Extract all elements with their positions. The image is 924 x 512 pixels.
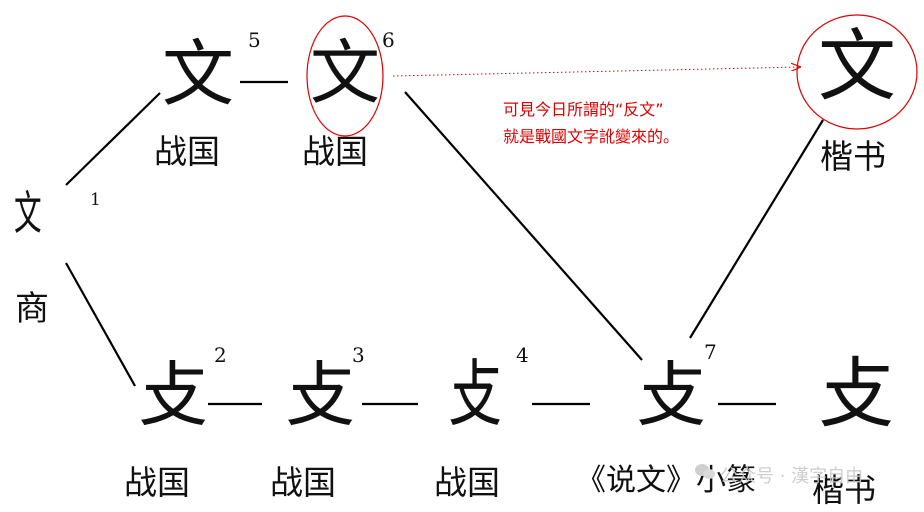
annotation-line-1: 可見今日所謂的“反文” (503, 100, 664, 119)
annotation-note: 可見今日所謂的“反文” 就是戰國文字訛變來的。 (503, 96, 763, 150)
label-7: 《说文》小篆 (576, 463, 756, 498)
label-shang: 商 (15, 289, 49, 329)
number-2: 2 (214, 343, 227, 367)
glyph-shang: 文 (14, 186, 42, 240)
glyph-kaishu-bottom: 攴 (818, 349, 894, 438)
glyph-kaishu-top: 文 (818, 22, 897, 112)
highlight-circle-6 (306, 15, 384, 137)
glyph-3: 攴 (285, 354, 355, 436)
label-4: 战国 (434, 463, 500, 502)
link-6-to-7 (404, 91, 643, 361)
glyph-7: 攴 (636, 354, 706, 436)
label-kaishu-bottom: 楷书 (812, 471, 877, 509)
label-6: 战国 (302, 132, 368, 171)
watermark-text: 公众号 · 漢字自由 (720, 466, 864, 487)
glyph-5: 文 (162, 32, 235, 116)
link-shang-to-5 (65, 92, 161, 186)
number-7: 7 (704, 340, 717, 364)
annotation-line-2: 就是戰國文字訛變來的。 (503, 127, 680, 146)
glyph-6: 文 (310, 32, 380, 114)
dotted-arrow-6-to-kaishu (392, 67, 800, 77)
link-7-to-kaishu-top (689, 119, 824, 339)
number-1: 1 (90, 190, 101, 210)
highlight-circle-kaishu (796, 14, 918, 130)
label-2: 战国 (124, 463, 190, 502)
number-3: 3 (352, 343, 365, 367)
label-kaishu-top: 楷书 (820, 137, 886, 176)
glyph-2: 攴 (138, 354, 208, 436)
watermark-logo-icon (695, 464, 715, 479)
label-5: 战国 (154, 132, 220, 171)
label-3: 战国 (270, 463, 336, 502)
glyph-4: 攴 (448, 352, 503, 436)
number-4: 4 (516, 343, 529, 367)
number-5: 5 (248, 28, 261, 52)
link-shang-to-2 (65, 262, 136, 387)
number-6: 6 (382, 28, 395, 52)
